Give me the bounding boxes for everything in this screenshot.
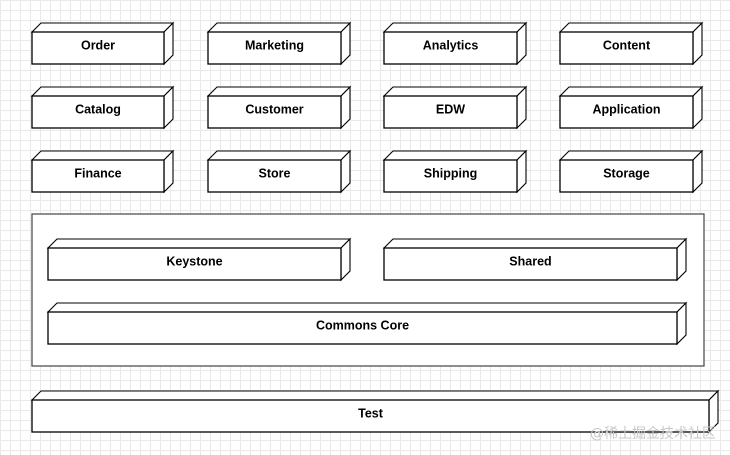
- module-box-test-top-face: [30, 390, 720, 401]
- module-box-marketing-label: Marketing: [245, 38, 304, 52]
- module-box-store-top-face: [206, 150, 352, 161]
- module-box-keystone-label: Keystone: [166, 254, 222, 268]
- module-box-edw-top-face: [382, 86, 528, 97]
- module-box-shipping-front-face: [383, 159, 518, 193]
- module-box-catalog-top-face: [30, 86, 175, 97]
- module-box-marketing-front-face: [207, 31, 342, 65]
- module-box-application-top-face: [558, 86, 704, 97]
- module-box-customer-label: Customer: [245, 102, 303, 116]
- module-box-catalog-front-face: [31, 95, 165, 129]
- module-box-commons-core-front-face: [47, 311, 678, 345]
- module-box-customer[interactable]: Customer: [206, 85, 352, 130]
- module-box-analytics[interactable]: Analytics: [382, 21, 528, 66]
- module-box-finance-top-face: [30, 150, 175, 161]
- module-box-edw-front-face: [383, 95, 518, 129]
- module-box-catalog[interactable]: Catalog: [30, 85, 175, 130]
- module-box-order[interactable]: Order: [30, 21, 175, 66]
- module-box-content-front-face: [559, 31, 694, 65]
- module-box-shared-label: Shared: [509, 254, 551, 268]
- module-box-customer-top-face: [206, 86, 352, 97]
- watermark: @稀土掘金技术社区: [590, 426, 716, 442]
- module-box-store[interactable]: Store: [206, 149, 352, 194]
- module-box-storage-front-face: [559, 159, 694, 193]
- module-box-commons-core-label: Commons Core: [316, 318, 409, 332]
- module-box-test[interactable]: Test: [30, 389, 720, 434]
- module-box-order-front-face: [31, 31, 165, 65]
- module-box-analytics-label: Analytics: [423, 38, 479, 52]
- module-box-test-label: Test: [358, 406, 384, 420]
- module-box-edw-label: EDW: [436, 102, 465, 116]
- module-box-edw[interactable]: EDW: [382, 85, 528, 130]
- module-box-shipping-top-face: [382, 150, 528, 161]
- module-box-shipping-label: Shipping: [424, 166, 477, 180]
- module-box-store-front-face: [207, 159, 342, 193]
- module-box-commons-core-top-face: [46, 302, 688, 313]
- module-box-application-label: Application: [592, 102, 660, 116]
- module-box-finance-label: Finance: [74, 166, 121, 180]
- module-box-content[interactable]: Content: [558, 21, 704, 66]
- module-box-finance-front-face: [31, 159, 165, 193]
- module-box-analytics-front-face: [383, 31, 518, 65]
- module-box-keystone[interactable]: Keystone: [46, 237, 352, 282]
- module-box-catalog-label: Catalog: [75, 102, 121, 116]
- module-box-shared[interactable]: Shared: [382, 237, 688, 282]
- module-box-application-front-face: [559, 95, 694, 129]
- module-box-storage-label: Storage: [603, 166, 650, 180]
- module-box-shipping[interactable]: Shipping: [382, 149, 528, 194]
- module-box-customer-front-face: [207, 95, 342, 129]
- module-box-storage[interactable]: Storage: [558, 149, 704, 194]
- module-box-shared-front-face: [383, 247, 678, 281]
- module-box-shared-top-face: [382, 238, 688, 249]
- module-box-analytics-top-face: [382, 22, 528, 33]
- module-box-finance[interactable]: Finance: [30, 149, 175, 194]
- module-box-order-label: Order: [81, 38, 115, 52]
- module-box-keystone-top-face: [46, 238, 352, 249]
- module-box-marketing-top-face: [206, 22, 352, 33]
- module-box-marketing[interactable]: Marketing: [206, 21, 352, 66]
- module-box-storage-top-face: [558, 150, 704, 161]
- module-box-commons-core[interactable]: Commons Core: [46, 301, 688, 346]
- module-box-store-label: Store: [259, 166, 291, 180]
- module-box-order-top-face: [30, 22, 175, 33]
- module-box-content-top-face: [558, 22, 704, 33]
- module-box-application[interactable]: Application: [558, 85, 704, 130]
- module-box-content-label: Content: [603, 38, 651, 52]
- module-box-keystone-front-face: [47, 247, 342, 281]
- module-box-test-front-face: [31, 399, 710, 433]
